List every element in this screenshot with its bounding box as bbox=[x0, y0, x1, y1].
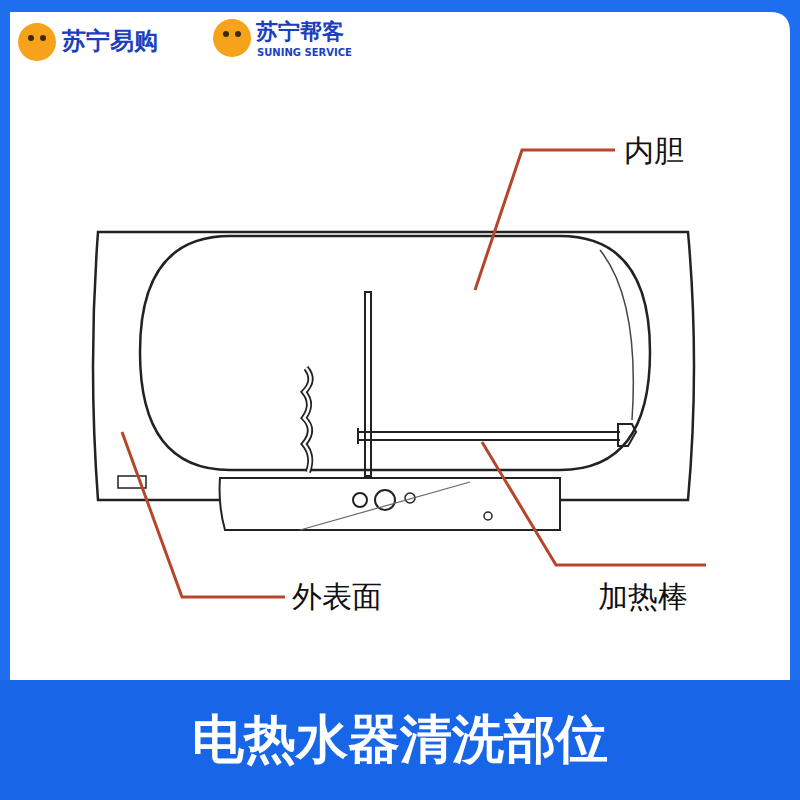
inner-tank bbox=[140, 236, 650, 470]
outer-housing bbox=[93, 232, 694, 500]
logo-eye bbox=[40, 35, 46, 41]
heating-rod bbox=[358, 431, 620, 433]
brand-subtitle: SUNING SERVICE bbox=[257, 47, 352, 58]
logo-icon bbox=[213, 19, 251, 57]
thermostat-tube bbox=[365, 292, 371, 476]
leader-line bbox=[482, 442, 706, 565]
anode-rod bbox=[304, 368, 311, 472]
logo-eye bbox=[223, 31, 229, 37]
leader-line bbox=[475, 150, 615, 290]
brand-name: 苏宁易购 bbox=[62, 28, 158, 54]
title-band bbox=[0, 680, 800, 800]
logo-icon bbox=[18, 23, 56, 61]
knob bbox=[375, 490, 395, 510]
heating-rod bbox=[357, 428, 359, 444]
part-label: 加热棒 bbox=[598, 580, 688, 613]
anode-rod-core bbox=[304, 368, 311, 472]
white-panel bbox=[10, 12, 790, 680]
panel-line bbox=[300, 482, 470, 530]
brand-name: 苏宁帮客 bbox=[256, 20, 344, 44]
logo-eye bbox=[28, 35, 34, 41]
part-label: 外表面 bbox=[292, 580, 382, 613]
tank-edge bbox=[600, 250, 633, 420]
title: 电热水器清洗部位 bbox=[192, 711, 608, 768]
leader-line bbox=[122, 432, 285, 597]
indicator bbox=[484, 512, 492, 520]
part-label: 内胆 bbox=[624, 134, 684, 167]
heating-rod bbox=[358, 439, 620, 441]
knob bbox=[353, 493, 367, 507]
rod-flange bbox=[618, 424, 636, 446]
logo-eye bbox=[235, 31, 241, 37]
